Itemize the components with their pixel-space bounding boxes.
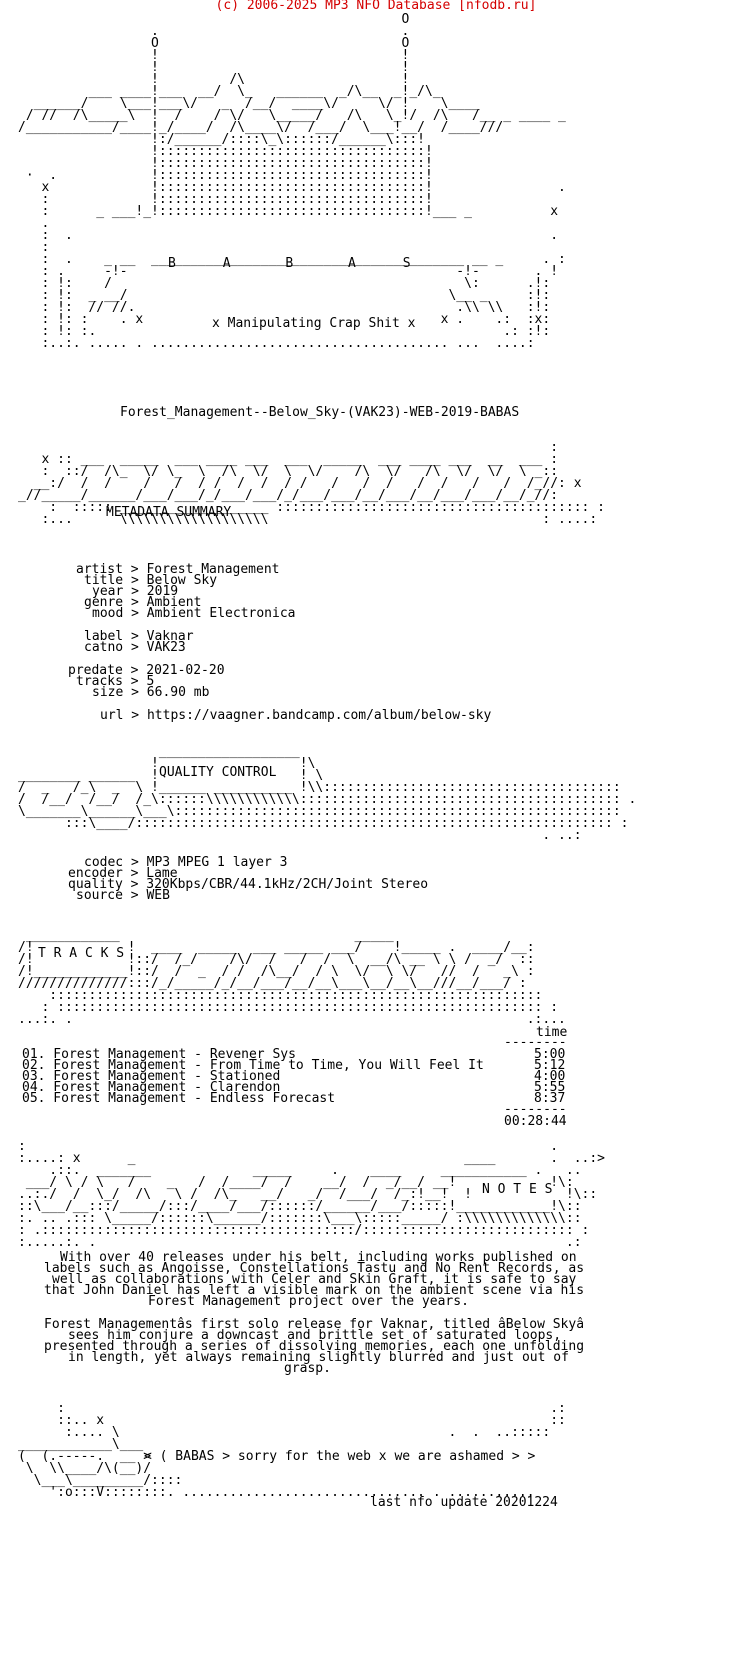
qc-quality: quality > 320Kbps/CBR/44.1kHz/2CH/Joint … (68, 877, 429, 892)
meta-predate: predate > 2021-02-20 (68, 663, 225, 678)
tracks-banner-art: ____________ _____ /! ! ____ _____ ___ _… (18, 928, 566, 1027)
notes-line: Forest Managementâs first solo release f… (44, 1317, 585, 1332)
notes-banner-art: : . :....: x _ ____ . ..:> .::. _______ … (18, 1139, 605, 1250)
track-item: 02. Forest Management - From Time to Tim… (22, 1058, 484, 1073)
track-time: 4:00 (534, 1069, 566, 1084)
qc-source: source > WEB (76, 888, 170, 903)
meta-mood: mood > Ambient Electronica (92, 606, 296, 621)
meta-catno: catno > VAK23 (84, 640, 186, 655)
notes-line: grasp. (284, 1361, 331, 1376)
footer-message: < ( BABAS > sorry for the web x we are a… (144, 1449, 536, 1464)
track-item: 04. Forest Management - Clarendon (22, 1080, 281, 1095)
notes-line: With over 40 releases under his belt, in… (60, 1250, 577, 1265)
track-time: 5:12 (534, 1058, 566, 1073)
meta-tracks: tracks > 5 (76, 674, 155, 689)
meta-size: size > 66.90 mb (92, 685, 210, 700)
notes-line: that John Daniel has left a visible mark… (44, 1283, 585, 1298)
logo-tagline: x Manipulating Crap Shit x (212, 316, 416, 331)
meta-url: url > https://vaagner.bandcamp.com/album… (100, 708, 492, 723)
tracks-divider-bottom: -------- (504, 1102, 567, 1117)
last-update: last nfo update 20201224 (370, 1495, 558, 1510)
release-name: Forest_Management--Below_Sky-(VAK23)-WEB… (120, 405, 520, 420)
copyright-line: (c) 2006-2025 MP3 NFO Database [nfodb.ru… (215, 0, 537, 13)
track-time: 8:37 (534, 1091, 566, 1106)
meta-label: label > Vaknar (84, 629, 194, 644)
notes-line: presented through a series of dissolving… (44, 1339, 585, 1354)
track-item: 01. Forest Management - Revener Sys (22, 1047, 296, 1062)
tracks-divider-top: -------- (504, 1035, 567, 1050)
track-time: 5:00 (534, 1047, 566, 1062)
meta-year: year > 2019 (92, 584, 179, 599)
metadata-banner-art: : x :: ___ _____ ___ ____ ___ ___ _____ … (18, 440, 605, 527)
qc-codec: codec > MP3 MPEG 1 layer 3 (84, 855, 288, 870)
meta-genre: genre > Ambient (84, 595, 202, 610)
footer-art: : .: ::.. x :: :.... \ . . .. (18, 1401, 566, 1500)
ascii-logo-art: O . . O O ! ! ! (18, 12, 566, 351)
tracks-time-header: time (536, 1025, 568, 1040)
notes-line: in length, yet always remaining slightly… (68, 1350, 569, 1365)
quality-header: QUALITY CONTROL (159, 765, 277, 780)
track-time: 5:55 (534, 1080, 566, 1095)
tracks-total: 00:28:44 (504, 1114, 567, 1129)
meta-artist: artist > Forest Management (76, 562, 280, 577)
metadata-header: METADATA SUMMARY (106, 505, 232, 520)
notes-line: well as collaborations with Celer and Sk… (52, 1272, 577, 1287)
logo-letters: B A B A S (168, 256, 411, 271)
qc-encoder: encoder > Lame (68, 866, 178, 881)
notes-line: Forest Management project over the years… (148, 1294, 469, 1309)
tracks-header: T R A C K S (38, 946, 125, 961)
notes-line: sees him conjure a downcast and brittle … (68, 1328, 562, 1343)
notes-header: N O T E S (482, 1182, 553, 1197)
notes-line: labels such as Angoisse, Constellations … (44, 1261, 585, 1276)
track-item: 03. Forest Management - Stationed (22, 1069, 281, 1084)
meta-title: title > Below Sky (84, 573, 218, 588)
quality-banner-art: __________________ ! !\ ________ ______ … (18, 744, 637, 843)
track-item: 05. Forest Management - Endless Forecast (22, 1091, 336, 1106)
